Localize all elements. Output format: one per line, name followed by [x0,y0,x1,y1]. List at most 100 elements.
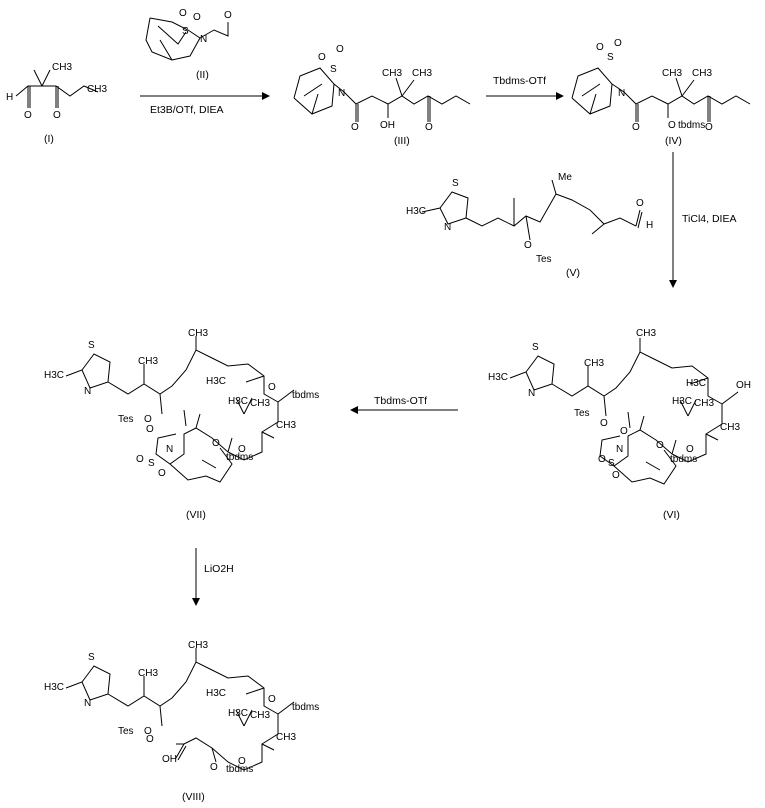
compound-VI-structure: S N H3C CH3 CH3 H3C OH Tes O O N O S O O… [488,328,751,521]
atom-n-2: N [166,444,173,455]
atom-s: S [330,64,337,75]
atom-silyl-ether-o-1: O [268,382,276,393]
atom-tbdms-2: tbdms [226,452,253,463]
reaction-arrow-3: TiCl4, DIEA [669,152,736,288]
atom-s: S [452,178,459,189]
compound-V-structure: S N H3C O Tes Me O H (V) [406,172,653,279]
atom-n: N [618,88,625,99]
atom-n: N [528,388,535,399]
reagent-step5: LiO2H [204,563,234,575]
atom-n-2: N [616,444,623,455]
atom-so-o2: O [158,468,166,479]
atom-so-o1: O [596,42,604,53]
atom-methyl: CH3 [52,62,72,73]
reaction-arrow-5: LiO2H [192,548,234,606]
atom-h3c: H3C [406,206,426,217]
atom-gem-h3c: H3C [228,396,248,407]
atom-n: N [84,386,91,397]
atom-h3c: H3C [44,682,64,693]
atom-tes: Tes [536,254,552,265]
atom-s: S [88,340,95,351]
atom-so-o1: O [136,454,144,465]
atom-methyl-ch3: CH3 [276,732,296,743]
atom-tes: Tes [574,408,590,419]
compound-label-I: (I) [44,133,54,145]
atom-h3c: H3C [44,370,64,381]
atom-gem-ch3: CH3 [250,398,270,409]
atom-aldehyde-h: H [646,220,653,231]
reaction-arrow-1: Et3B/OTf, DIEA [140,92,270,116]
atom-n: N [84,698,91,709]
atom-s-2: S [148,458,155,469]
atom-amide-o: O [632,122,640,133]
compound-III-structure: S O O N O OH CH3 CH3 O (III) [293,44,471,147]
atom-s: S [88,652,95,663]
atom-aldehyde-o: O [636,198,644,209]
atom-ketone-o: O [238,756,246,767]
atom-so-o1: O [179,8,187,19]
atom-ether-o: O [144,726,152,737]
atom-h3c-2: H3C [686,378,706,389]
atom-tbdms: tbdms [670,454,697,465]
atom-so-o1: O [598,454,606,465]
atom-methyl-ch3: CH3 [720,422,740,433]
atom-ketone-o: O [238,444,246,455]
atom-methyl-2: CH3 [692,68,712,79]
atom-alkene-ch3: CH3 [188,640,208,651]
atom-tbdms-1: tbdms [292,702,319,713]
reagent-step3: TiCl4, DIEA [682,213,736,225]
atom-methyl-2: CH3 [412,68,432,79]
reagent-step4: Tbdms-OTf [374,395,427,407]
atom-hydroxyl: OH [380,120,395,131]
compound-VII-structure: S N H3C CH3 CH3 H3C O tbdms Tes O O N O … [44,328,319,521]
atom-hydroxyl: OH [736,380,751,391]
atom-acid-oh: OH [162,754,177,765]
atom-amide-o: O [351,122,359,133]
atom-gem-h3c: H3C [228,708,248,719]
atom-ether-o: O [524,240,532,251]
atom-silyl-ether-o-2: O [210,762,218,773]
atom-alkene-ch3: CH3 [636,328,656,339]
atom-gem-ch3: CH3 [694,398,714,409]
compound-label-IV: (IV) [665,135,682,147]
compound-II-structure: S O O N O (II) [145,8,232,81]
atom-me: Me [558,172,572,183]
atom-n: N [200,34,207,45]
atom-n: N [444,222,451,233]
atom-methyl-1: CH3 [662,68,682,79]
atom-methyl-ch3: CH3 [276,420,296,431]
reagent-step1: Et3B/OTf, DIEA [150,104,224,116]
compound-label-VIII: (VIII) [182,791,205,803]
atom-tes: Tes [118,726,134,737]
atom-acetyl-o: O [224,10,232,21]
atom-ketone-o: O [425,122,433,133]
atom-amide-o: O [620,426,628,437]
atom-amide-o: O [146,424,154,435]
atom-h3c-2: H3C [206,376,226,387]
compound-VIII-structure: S N H3C CH3 CH3 H3C O tbdms Tes O O OH O… [44,640,319,803]
reaction-arrow-4: Tbdms-OTf [350,395,458,414]
atom-silyl-ether-o: O [668,120,676,131]
compound-I-structure: H O O CH3 CH3 (I) [6,62,107,145]
atom-s: S [607,52,614,63]
atom-ketone-o: O [686,444,694,455]
atom-tes: Tes [118,414,134,425]
atom-vinyl-ch3: CH3 [138,668,158,679]
atom-aldehyde-h: H [6,92,13,103]
atom-h3c-2: H3C [206,688,226,699]
atom-ether-o: O [600,418,608,429]
atom-s: S [182,26,189,37]
atom-aldehyde-o: O [24,110,32,121]
atom-tbdms-1: tbdms [292,390,319,401]
atom-vinyl-ch3: CH3 [138,356,158,367]
atom-silyl-ether-o: O [656,440,664,451]
compound-IV-structure: S O O N O O tbdms CH3 CH3 O (IV) [571,38,751,147]
atom-ketone-o: O [705,122,713,133]
atom-silyl-ether-o-2: O [212,438,220,449]
atom-ethyl-ch3: CH3 [87,84,107,95]
atom-gem-h3c: H3C [672,396,692,407]
reaction-arrow-2: Tbdms-OTf [486,75,564,100]
atom-ketone-o: O [53,110,61,121]
atom-vinyl-ch3: CH3 [584,358,604,369]
